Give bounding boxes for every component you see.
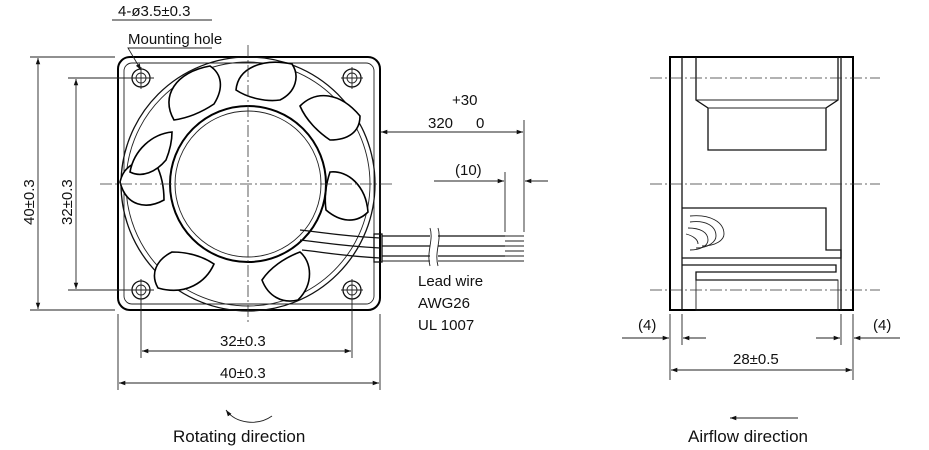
rotating-direction-caption: Rotating direction (173, 427, 305, 446)
airflow-direction-caption: Airflow direction (688, 427, 808, 446)
side-flange-left-dim: (4) (638, 317, 656, 334)
lead-wire-label: Lead wire (418, 273, 483, 290)
lead-length-tol-high: +30 (452, 92, 477, 109)
mounting-hole-dim: 4-ø3.5±0.3 (118, 3, 190, 20)
side-depth-dim: 28±0.5 (733, 351, 779, 368)
height-pitch-dim: 32±0.3 (59, 179, 76, 225)
lead-length-tol-low: 0 (476, 115, 484, 132)
side-lead-wires (685, 215, 725, 251)
width-pitch-dim: 32±0.3 (220, 333, 266, 350)
rotation-arrow-icon (225, 409, 273, 423)
lead-wire-gauge: AWG26 (418, 295, 470, 312)
side-flange-right-dim: (4) (873, 317, 891, 334)
side-view: (4) (4) 28±0.5 Airflow direction (622, 56, 900, 446)
strip-length-dim: (10) (455, 162, 482, 179)
lead-wires (299, 227, 524, 267)
width-outer-dim: 40±0.3 (220, 365, 266, 382)
height-outer-dim: 40±0.3 (21, 179, 38, 225)
lead-wire-standard: UL 1007 (418, 317, 474, 334)
front-view: 4-ø3.5±0.3 Mounting hole 40±0.3 32±0.3 3… (21, 3, 548, 446)
lead-length-dim: 320 (428, 115, 453, 132)
mounting-hole-label: Mounting hole (128, 31, 222, 48)
